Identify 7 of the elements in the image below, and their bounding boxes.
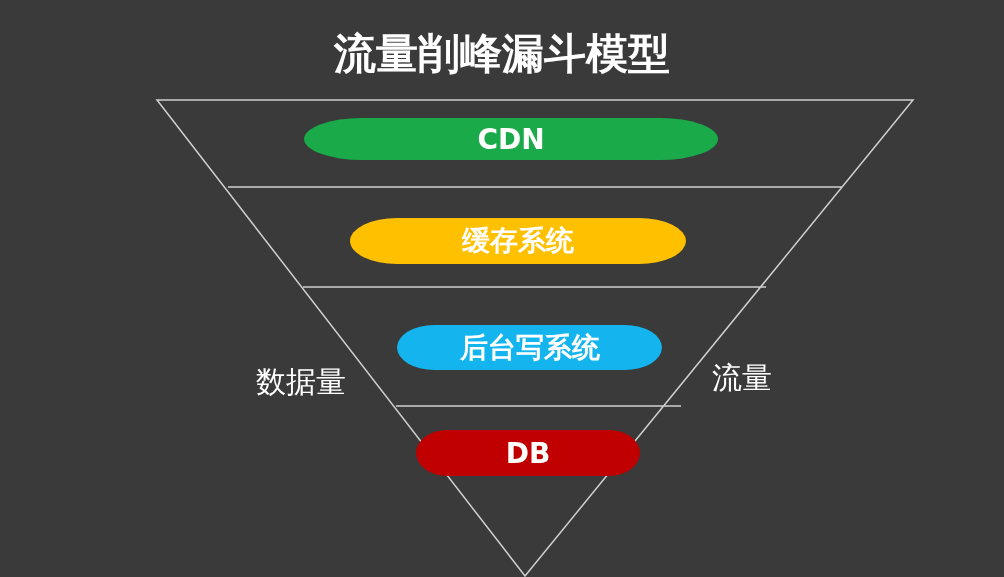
axis-label: 数据量 xyxy=(256,363,346,401)
layer-pill: CDN xyxy=(304,118,718,160)
layer-pill: 缓存系统 xyxy=(350,218,686,264)
layer-pill: 后台写系统 xyxy=(397,325,662,370)
axis-label: 流量 xyxy=(712,359,772,397)
layer-pill: DB xyxy=(416,430,640,476)
title: 流量削峰漏斗模型 xyxy=(333,28,671,80)
